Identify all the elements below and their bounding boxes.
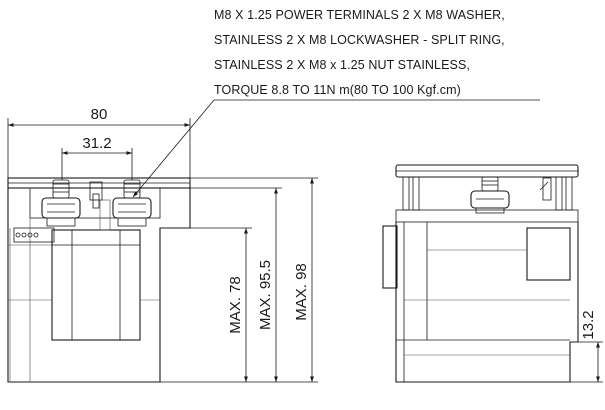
dimension-label-13-2: 13.2 [580,310,597,339]
callout-note-line-3: STAINLESS 2 X M8 x 1.25 NUT STAINLESS, [214,58,470,72]
dimension-label-31-2: 31.2 [82,135,111,152]
dimension-terminal-spacing: 31.2 [61,135,133,180]
dimension-max-heights: MAX. 78 MAX. 95.5 MAX. 98 [160,177,318,383]
dimension-side-13-2: 13.2 [570,310,603,383]
callout-leader [132,99,540,198]
dimension-overall-width: 80 [7,106,191,178]
dimension-label-max-95-5: MAX. 95.5 [257,260,274,330]
front-view [7,177,191,383]
callout-note-line-2: STAINLESS 2 X M8 LOCKWASHER - SPLIT RING… [214,33,505,47]
dimension-label-80: 80 [91,106,108,123]
callout-note-line-1: M8 X 1.25 POWER TERMINALS 2 X M8 WASHER, [214,8,505,22]
dimension-label-max-78: MAX. 78 [227,276,244,334]
dimension-label-max-98: MAX. 98 [293,263,310,321]
callout-note-line-4: TORQUE 8.8 TO 11N m(80 TO 100 Kgf.cm) [214,83,461,97]
side-view [382,164,579,383]
